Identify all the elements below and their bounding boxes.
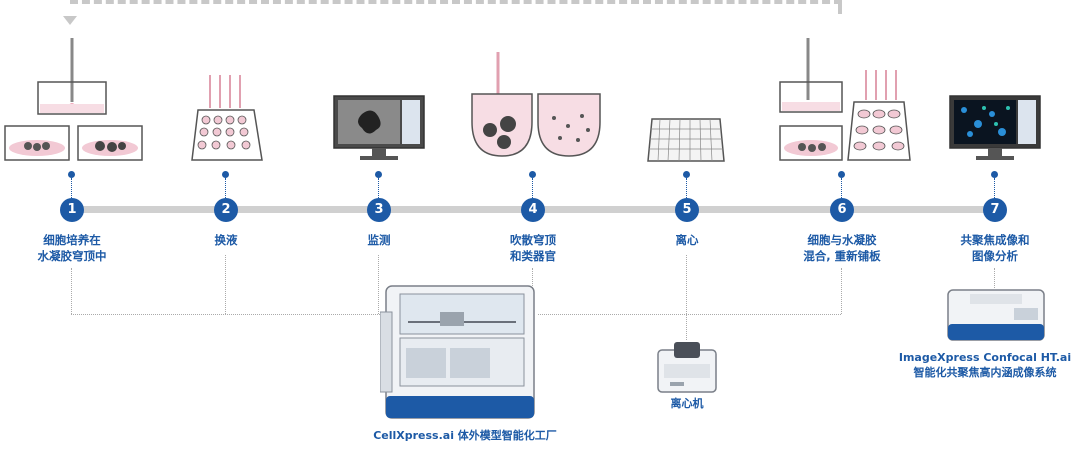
step-node-5: 5 xyxy=(675,198,699,222)
connector-hline-right xyxy=(538,314,841,315)
centrifuge-rack-icon xyxy=(647,118,725,162)
loop-back-dashed-line xyxy=(70,0,842,14)
connector-5 xyxy=(686,255,687,340)
imagexpress-label-line2: 智能化共聚焦高内涵成像系统 xyxy=(913,366,1057,379)
tick-6 xyxy=(841,178,843,200)
loop-back-arrow-icon xyxy=(63,16,77,25)
step-label-6-line2: 混合, 重新铺板 xyxy=(803,249,881,263)
connector-3 xyxy=(378,255,379,314)
replating-icon xyxy=(779,38,911,161)
step-node-3: 3 xyxy=(367,198,391,222)
imagexpress-label: ImageXpress Confocal HT.ai 智能化共聚焦高内涵成像系统 xyxy=(890,350,1080,380)
step-label-1: 细胞培养在 水凝胶穹顶中 xyxy=(17,232,127,264)
tick-dot-6 xyxy=(838,171,845,178)
imagexpress-label-line1: ImageXpress Confocal HT.ai xyxy=(898,351,1072,364)
tick-3 xyxy=(378,178,380,200)
step-label-4-line1: 吹散穹顶 xyxy=(510,233,556,247)
tick-dot-2 xyxy=(222,171,229,178)
step-label-7: 共聚焦成像和 图像分析 xyxy=(940,232,1050,264)
step-label-4-line2: 和类器官 xyxy=(510,249,556,263)
imagexpress-instrument-image xyxy=(947,289,1045,341)
step-label-1-line1: 细胞培养在 xyxy=(43,233,101,247)
cell-culture-wells-icon xyxy=(4,38,143,161)
cellxpress-label: CellXpress.ai 体外模型智能化工厂 xyxy=(373,429,557,442)
centrifuge-label: 离心机 xyxy=(670,397,704,410)
step-label-2: 换液 xyxy=(171,232,281,248)
step-node-2: 2 xyxy=(214,198,238,222)
connector-6 xyxy=(841,268,842,314)
tick-5 xyxy=(686,178,688,200)
centrifuge-instrument-image xyxy=(657,342,717,393)
step-node-1: 1 xyxy=(60,198,84,222)
step-label-5: 离心 xyxy=(632,232,742,248)
step-label-3-line1: 监测 xyxy=(367,233,391,247)
tick-7 xyxy=(994,178,996,200)
connector-hline-cellxpress xyxy=(71,314,532,315)
step-label-1-line2: 水凝胶穹顶中 xyxy=(37,249,107,263)
connector-1 xyxy=(71,268,72,314)
step-node-4: 4 xyxy=(521,198,545,222)
monitor-icon xyxy=(333,95,425,160)
tick-dot-7 xyxy=(991,171,998,178)
tick-dot-4 xyxy=(529,171,536,178)
media-exchange-plate-icon xyxy=(191,75,263,161)
step-node-6: 6 xyxy=(830,198,854,222)
tick-dot-1 xyxy=(68,171,75,178)
connector-2 xyxy=(225,255,226,314)
step-label-7-line1: 共聚焦成像和 xyxy=(960,233,1030,247)
tick-dot-5 xyxy=(683,171,690,178)
tick-dot-3 xyxy=(375,171,382,178)
step-node-7: 7 xyxy=(983,198,1007,222)
step-label-6-line1: 细胞与水凝胶 xyxy=(807,233,877,247)
tick-1 xyxy=(71,178,73,200)
step-label-4: 吹散穹顶 和类器官 xyxy=(478,232,588,264)
tick-4 xyxy=(532,178,534,200)
tick-2 xyxy=(225,178,227,200)
step-label-3: 监测 xyxy=(324,232,434,248)
step-label-6: 细胞与水凝胶 混合, 重新铺板 xyxy=(787,232,897,264)
step-label-7-line2: 图像分析 xyxy=(972,249,1018,263)
connector-7 xyxy=(994,268,995,288)
cellxpress-instrument-image xyxy=(380,285,535,419)
step-label-2-line1: 换液 xyxy=(214,233,238,247)
step-label-5-line1: 离心 xyxy=(675,233,699,247)
imaging-monitor-icon xyxy=(949,95,1041,160)
dome-dissociation-icon xyxy=(471,52,601,157)
